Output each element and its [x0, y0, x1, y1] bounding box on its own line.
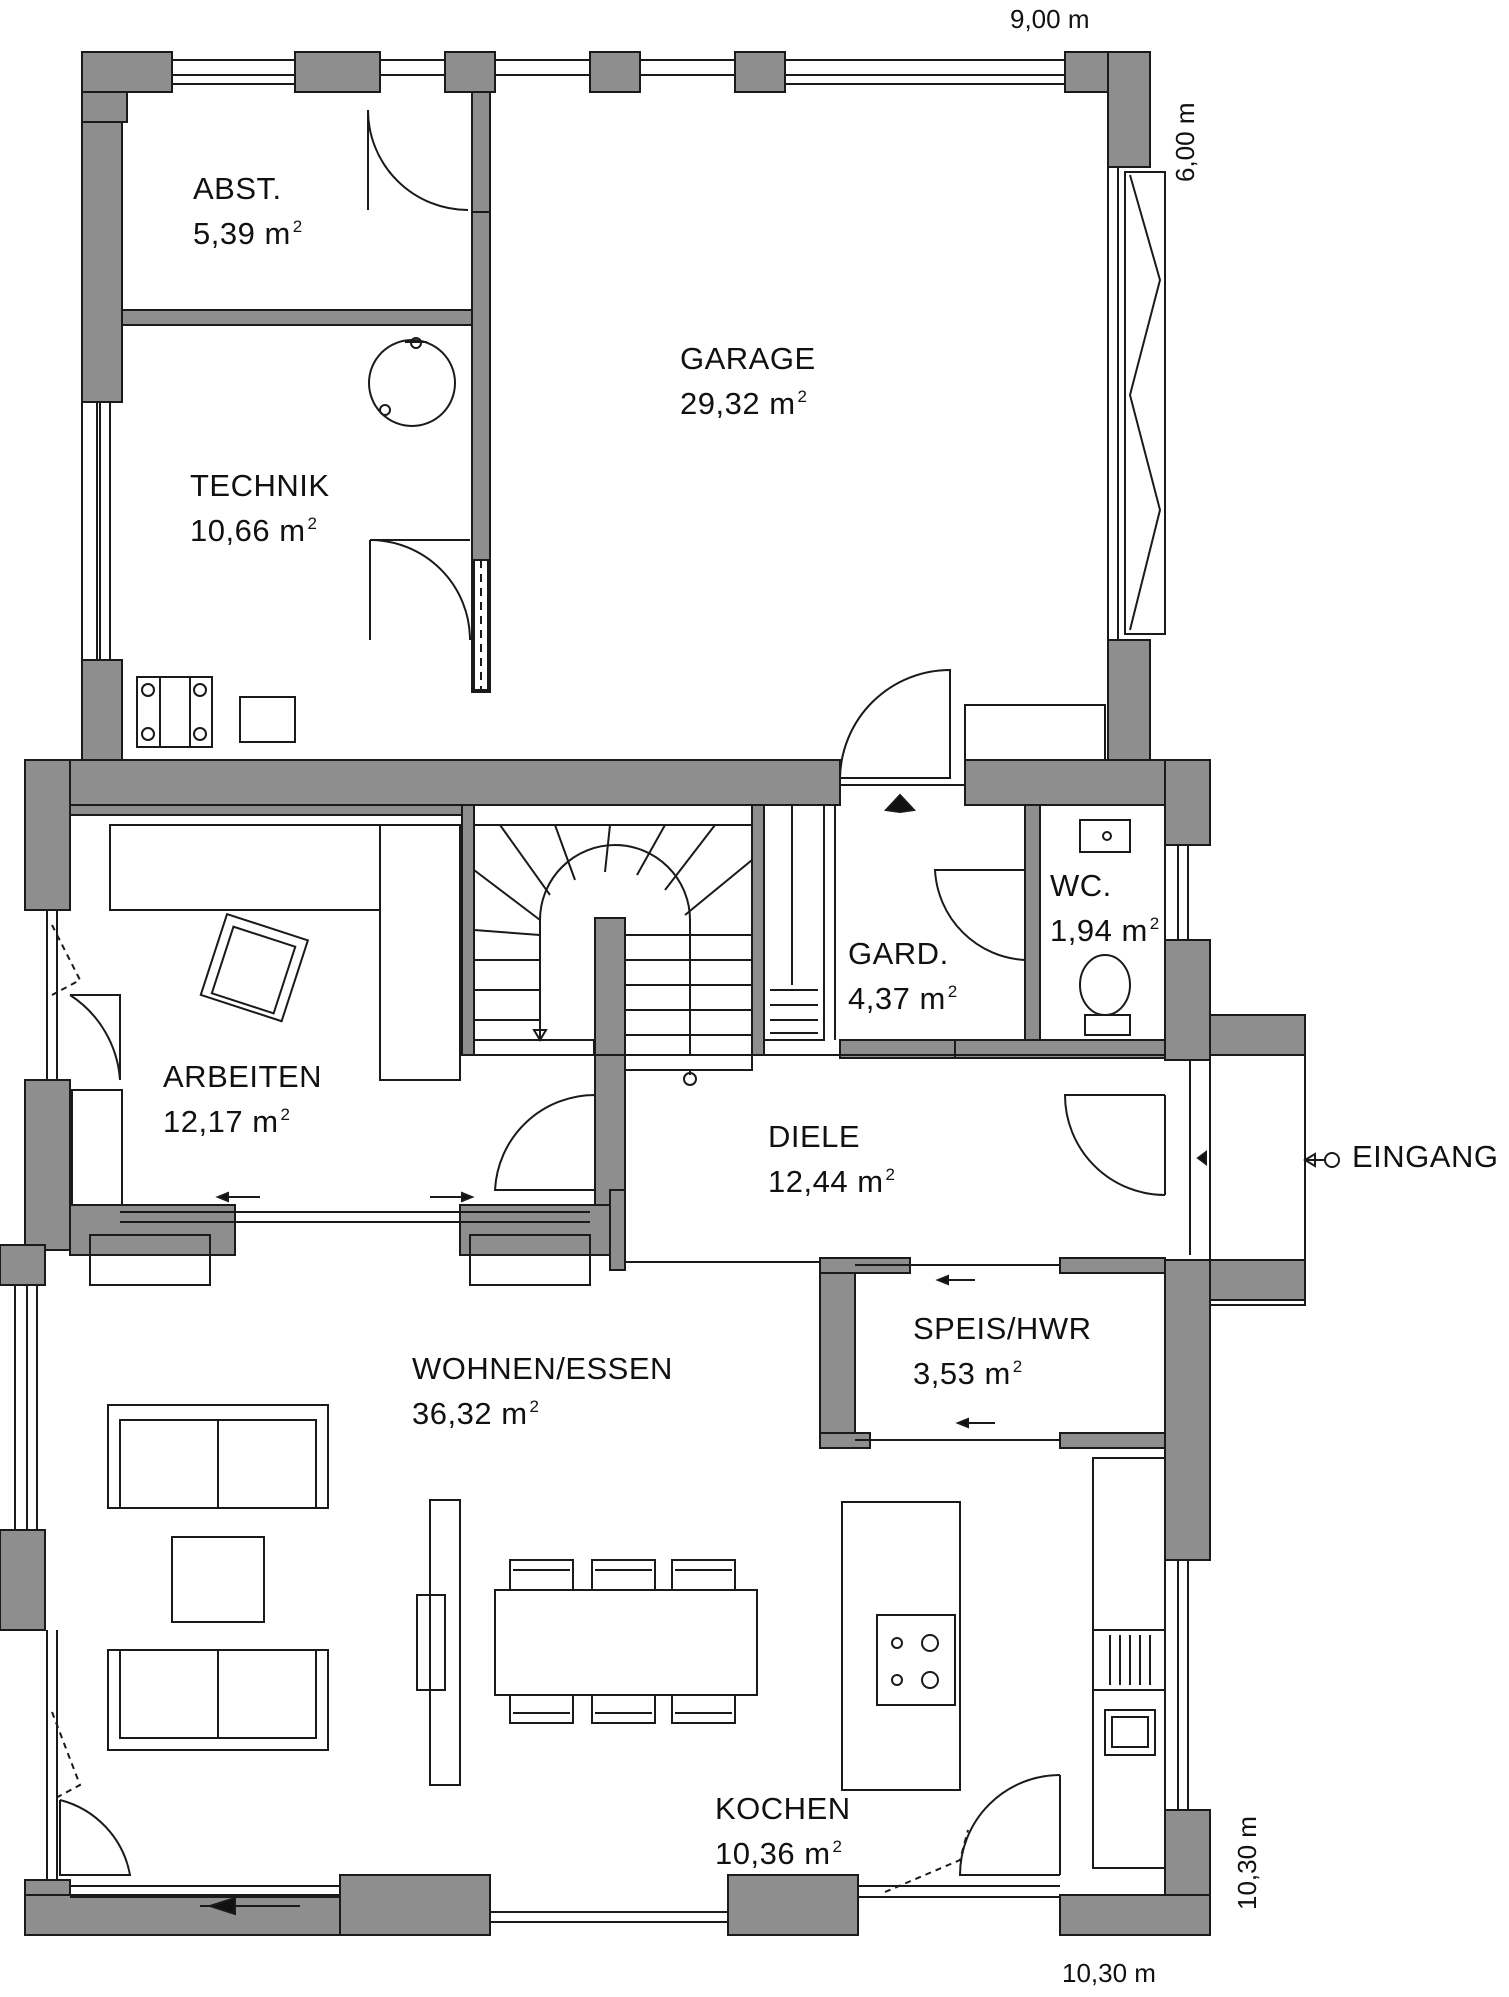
right-windows	[1177, 845, 1189, 1810]
room-name: ABST.	[193, 171, 282, 206]
armchair-icon	[199, 912, 310, 1023]
toilet-icon	[1079, 954, 1131, 1036]
room-area: 12,17 m	[163, 1104, 279, 1139]
dimension-top-width: 9,00 m	[1010, 4, 1090, 34]
wardrobe	[763, 804, 825, 1041]
room-area: 36,32 m	[412, 1396, 528, 1431]
dining-table	[494, 1559, 758, 1724]
sofa-bottom	[107, 1649, 329, 1751]
entrance-porch	[1189, 1014, 1340, 1306]
wc-door	[933, 869, 1026, 962]
room-area-unit: 2	[292, 217, 303, 236]
entrance-label: EINGANG	[1352, 1139, 1499, 1174]
room-area: 1,94 m	[1050, 913, 1148, 948]
room-area: 10,66 m	[190, 513, 306, 548]
room-area: 5,39 m	[193, 216, 291, 251]
kitchen-counter	[1092, 1457, 1166, 1869]
left-windows	[14, 910, 58, 1880]
sofa-top	[107, 1404, 329, 1509]
room-name: GARAGE	[680, 341, 816, 376]
living-door	[59, 1799, 132, 1876]
diele-door	[493, 1093, 596, 1191]
main-walls	[0, 759, 1211, 1936]
kitchen-island	[841, 1501, 961, 1791]
room-area-unit: 2	[280, 1105, 291, 1124]
room-name: WC.	[1050, 868, 1112, 903]
technik-door	[369, 539, 471, 641]
garage-house-door	[839, 668, 951, 805]
room-name: TECHNIK	[190, 468, 330, 503]
kitchen-door	[958, 1774, 1061, 1876]
room-area: 29,32 m	[680, 386, 796, 421]
interior-walls	[69, 804, 1166, 1449]
garage-door	[1107, 167, 1166, 640]
abst-door	[367, 109, 469, 211]
garage-inner-walls	[121, 91, 491, 693]
sideboard	[416, 1499, 461, 1786]
room-area-unit: 2	[307, 514, 318, 533]
direction-arrow	[883, 793, 917, 814]
arbeiten-desk	[109, 824, 461, 1081]
room-area: 10,36 m	[715, 1836, 831, 1871]
room-area: 4,37 m	[848, 981, 946, 1016]
room-area-unit: 2	[797, 387, 808, 406]
room-name: DIELE	[768, 1119, 861, 1154]
arbeiten-door	[69, 994, 121, 1081]
room-name: ARBEITEN	[163, 1059, 323, 1094]
dimension-house-depth: 10,30 m	[1232, 1816, 1262, 1910]
room-area-unit: 2	[947, 982, 958, 1001]
room-area: 12,44 m	[768, 1164, 884, 1199]
room-area-unit: 2	[832, 1837, 843, 1856]
boiler-icon	[368, 337, 456, 427]
room-area-unit: 2	[529, 1397, 540, 1416]
room-area-unit: 2	[885, 1165, 896, 1184]
staircase	[473, 804, 753, 1086]
room-name: KOCHEN	[715, 1791, 851, 1826]
bottom-windows	[70, 1885, 1060, 1923]
room-name: GARD.	[848, 936, 949, 971]
entrance-door	[1063, 1094, 1166, 1196]
garage-outer-walls	[81, 51, 1151, 761]
technik-units	[136, 676, 296, 748]
room-name: WOHNEN/ESSEN	[412, 1351, 673, 1386]
room-area-unit: 2	[1149, 914, 1160, 933]
room-area: 3,53 m	[913, 1356, 1011, 1391]
coffee-table	[171, 1536, 265, 1623]
dimension-garage-depth: 6,00 m	[1170, 102, 1200, 183]
room-name: SPEIS/HWR	[913, 1311, 1092, 1346]
garage-top-windows	[172, 59, 1065, 85]
dimension-bottom-width: 10,30 m	[1062, 1958, 1156, 1988]
room-area-unit: 2	[1012, 1357, 1023, 1376]
